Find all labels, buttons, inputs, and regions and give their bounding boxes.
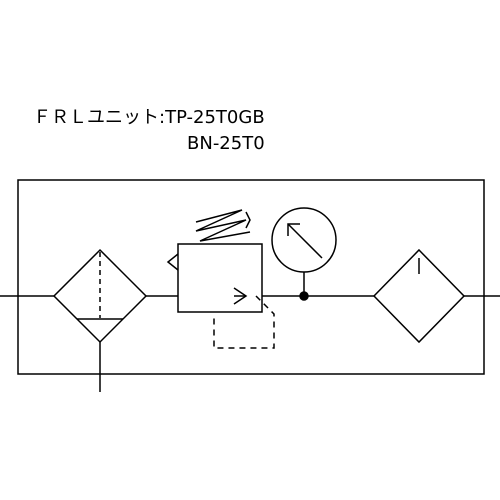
regulator-spring [195,209,251,242]
model-number-secondary: BN-25T0 [187,133,265,154]
unit-title-prefix: ＦＲＬユニット: [33,107,166,128]
gauge-symbol [271,207,337,301]
lubricator-diamond [372,248,466,344]
regulator-spring-end [245,211,251,229]
lubricator-symbol [372,248,466,344]
regulator-symbol [166,209,275,349]
regulator-body [177,243,263,313]
gauge-needle [287,223,323,259]
regulator-side-mark [166,253,179,271]
regulator-pilot-line [213,295,275,349]
gauge-needle-head [287,223,300,236]
gauge-junction-dot [299,291,309,301]
unit-frame [17,179,485,375]
unit-title: ＦＲＬユニット:TP-25T0GB [33,103,265,129]
filter-symbol [52,248,148,392]
model-number-primary: TP-25T0GB [165,107,265,128]
